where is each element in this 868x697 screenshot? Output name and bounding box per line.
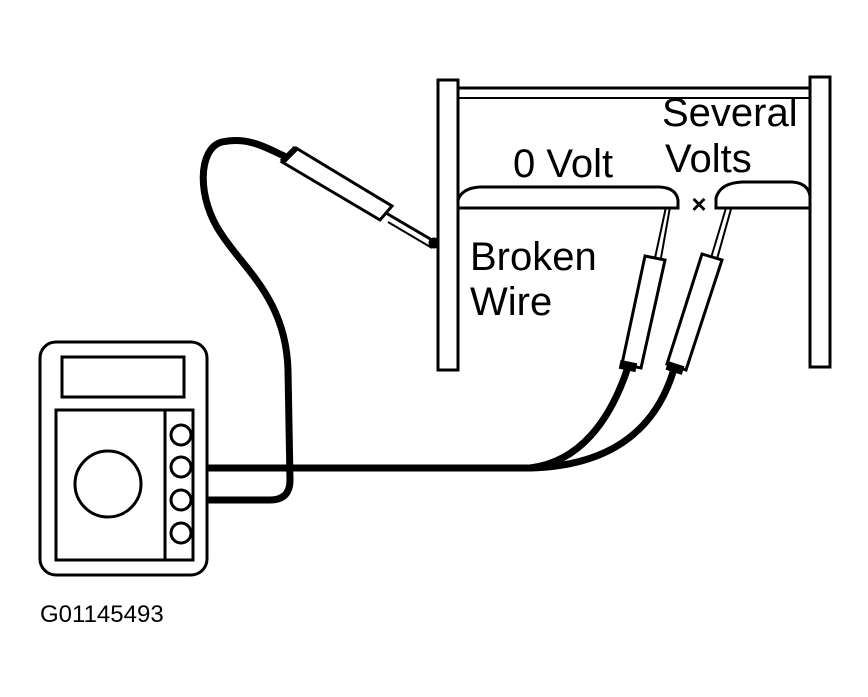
jack-2 [169,455,193,479]
left-wire-probe [618,206,671,373]
wire-segment-left [456,185,680,210]
figure-id: G01145493 [40,601,164,628]
test-leads [186,137,677,504]
jack-3 [169,488,193,512]
right-wire-probe [665,207,732,375]
jack-1 [169,423,193,447]
multimeter [38,340,209,577]
volts-label: Volts [665,137,752,181]
jack-4 [169,521,193,545]
several-label: Several [662,91,798,135]
break-mark: × [691,189,706,219]
broken-label: Broken [470,235,597,279]
zero-volt-label: 0 Volt [513,142,613,186]
wire-segment-right [714,180,812,210]
meter-display [60,355,186,399]
selector-dial [73,449,143,519]
wire-label: Wire [470,280,552,324]
circuit-frame [436,75,832,372]
ground-probe [279,145,440,249]
